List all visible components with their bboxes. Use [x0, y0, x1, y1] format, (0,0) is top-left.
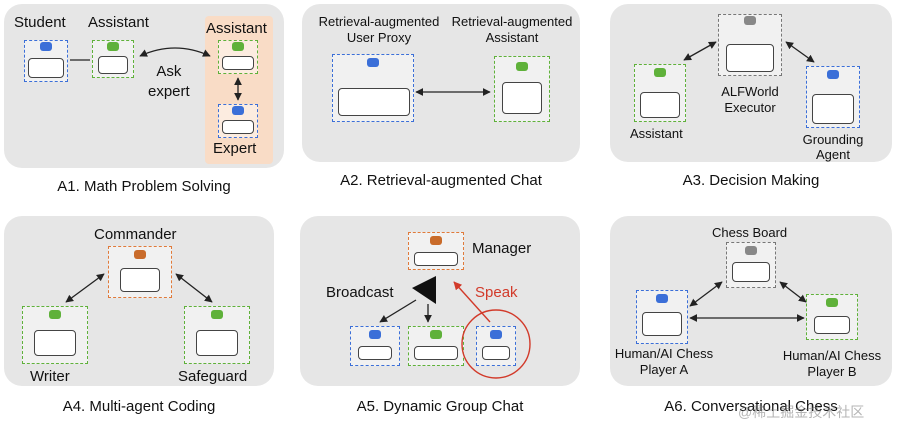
robot-icon — [232, 106, 244, 115]
robot-icon — [232, 42, 244, 51]
robot-icon — [516, 62, 528, 71]
robot-icon — [107, 42, 119, 51]
agent-content-card — [338, 88, 410, 116]
caption-a2: A2. Retrieval-augmented Chat — [340, 172, 542, 189]
robot-icon — [826, 298, 838, 307]
grounding-agent-label: Grounding Agent — [802, 132, 864, 162]
panel-a4 — [4, 216, 274, 386]
agent-content-card — [502, 82, 542, 114]
agent-content-card — [814, 316, 850, 334]
manager-label: Manager — [472, 240, 532, 257]
agent-content-card — [196, 330, 238, 356]
caption-a3: A3. Decision Making — [682, 172, 820, 189]
a3-executor-grounding-arrow — [785, 41, 815, 63]
agent-content-card — [222, 56, 254, 70]
expert-label: Expert — [213, 140, 257, 157]
agent-content-card — [642, 312, 682, 336]
ask-expert-label: Ask expert — [148, 63, 190, 100]
robot-icon — [745, 246, 757, 255]
player-b-label: Human/AI Chess Player B — [782, 348, 882, 379]
safeguard-label: Safeguard — [178, 368, 248, 385]
a5-broadcast-arrow-1 — [379, 299, 417, 323]
chess-board-label: Chess Board — [712, 225, 788, 240]
speak-label: Speak — [475, 284, 518, 301]
robot-icon — [827, 70, 839, 79]
agent-content-card — [732, 262, 770, 282]
caption-a6: A6. Conversational Chess — [664, 398, 838, 415]
robot-icon — [490, 330, 502, 339]
panel-a3 — [610, 4, 892, 162]
agent-content-card — [726, 44, 774, 72]
decision-assistant-label: Assistant — [630, 126, 683, 141]
agent-content-card — [640, 92, 680, 118]
agent-content-card — [98, 56, 128, 74]
robot-icon — [49, 310, 61, 319]
writer-label: Writer — [30, 368, 70, 385]
a4-commander-safeguard-arrow — [175, 273, 213, 303]
broadcast-label: Broadcast — [326, 284, 394, 301]
agent-content-card — [358, 346, 392, 360]
expert-assistant-label: Assistant — [206, 20, 267, 37]
agent-content-card — [222, 120, 254, 134]
caption-a5: A5. Dynamic Group Chat — [356, 398, 524, 415]
a3-assistant-executor-arrow — [683, 41, 717, 61]
a5-speak-arrow — [453, 281, 491, 323]
agent-content-card — [120, 268, 160, 292]
player-a-label: Human/AI Chess Player A — [614, 346, 714, 377]
caption-a4: A4. Multi-agent Coding — [62, 398, 216, 415]
robot-icon — [211, 310, 223, 319]
a5-speaker-highlight — [461, 309, 531, 379]
watermark: @稀土掘金技术社区 — [738, 404, 865, 420]
a6-board-player-b-arrow — [779, 281, 807, 303]
executor-label: ALFWorld Executor — [721, 84, 779, 115]
agent-content-card — [28, 58, 64, 78]
robot-icon — [430, 236, 442, 245]
robot-icon — [430, 330, 442, 339]
agent-content-card — [482, 346, 510, 360]
agent-content-card — [414, 346, 458, 360]
robot-icon — [369, 330, 381, 339]
robot-icon — [40, 42, 52, 51]
a6-player-a-board-arrow — [689, 281, 723, 307]
commander-label: Commander — [94, 226, 177, 243]
robot-icon — [744, 16, 756, 25]
robot-icon — [134, 250, 146, 259]
agent-content-card — [414, 252, 458, 266]
student-label: Student — [14, 14, 66, 31]
assistant-label: Assistant — [88, 14, 149, 31]
robot-icon — [656, 294, 668, 303]
a4-commander-writer-arrow — [65, 273, 105, 303]
agent-content-card — [812, 94, 854, 124]
user-proxy-label: Retrieval-augmented User Proxy — [318, 14, 440, 45]
robot-icon — [367, 58, 379, 67]
caption-a1: A1. Math Problem Solving — [57, 178, 231, 195]
megaphone-icon — [412, 276, 436, 304]
robot-icon — [654, 68, 666, 77]
retrieval-assistant-label: Retrieval-augmented Assistant — [451, 14, 573, 45]
agent-content-card — [34, 330, 76, 356]
a1-ask-expert-arrow — [139, 47, 211, 57]
